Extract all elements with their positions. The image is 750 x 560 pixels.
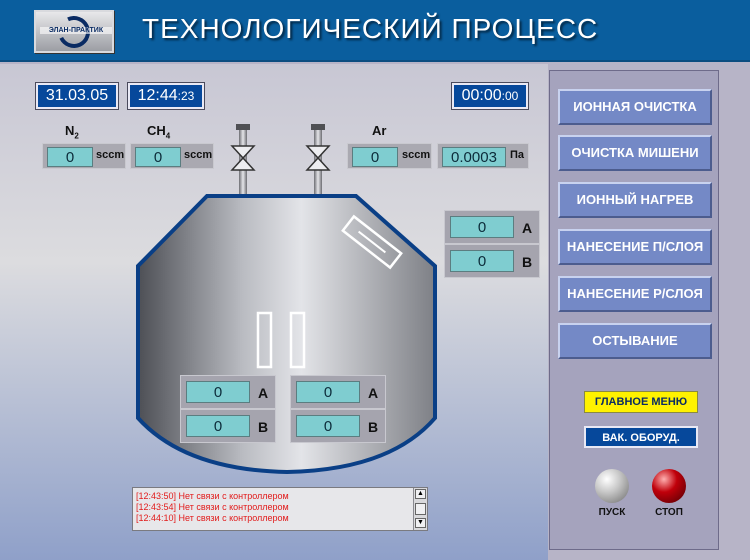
meas-unit: A bbox=[258, 385, 269, 401]
gas-flow-unit: sccm bbox=[184, 149, 213, 161]
gas-label-n2: N2 bbox=[65, 123, 79, 141]
source-right-voltage: 0 B bbox=[290, 409, 386, 443]
meas-unit: A bbox=[368, 385, 379, 401]
process-button-sublayer[interactable]: НАНЕСЕНИЕ П/СЛОЯ bbox=[558, 229, 712, 265]
gas-flow-ch4: 0 sccm bbox=[130, 143, 214, 169]
page-title: ТЕХНОЛОГИЧЕСКИЙ ПРОЦЕСС bbox=[142, 13, 599, 44]
meas-value[interactable]: 0 bbox=[186, 381, 250, 403]
process-button-ion-heating[interactable]: ИОННЫЙ НАГРЕВ bbox=[558, 182, 712, 218]
process-timer: 00:00:00 bbox=[451, 82, 529, 110]
process-button-target-cleaning[interactable]: ОЧИСТКА МИШЕНИ bbox=[558, 135, 712, 171]
pressure-value: 0.0003 bbox=[442, 147, 506, 167]
time-seconds: :23 bbox=[177, 89, 195, 103]
target-current: 0 A bbox=[444, 210, 540, 244]
logo: ЭЛАН-ПРАКТИК bbox=[34, 10, 114, 53]
source-left-current: 0 A bbox=[180, 375, 276, 409]
meas-value[interactable]: 0 bbox=[450, 250, 514, 272]
scroll-up-icon[interactable]: ▲ bbox=[415, 489, 426, 499]
source-right-current: 0 A bbox=[290, 375, 386, 409]
timer-seconds: :00 bbox=[501, 89, 519, 103]
pressure-unit: Па bbox=[510, 149, 525, 161]
gas-flow-unit: sccm bbox=[96, 149, 125, 161]
log-line: [12:44:10] Нет связи с контроллером bbox=[136, 513, 289, 523]
vacuum-chamber-diagram bbox=[136, 124, 437, 475]
process-button-cooling[interactable]: ОСТЫВАНИЕ bbox=[558, 323, 712, 359]
start-lamp-icon[interactable] bbox=[595, 469, 629, 503]
gas-flow-value[interactable]: 0 bbox=[47, 147, 93, 167]
date-value: 31.03.05 bbox=[45, 87, 109, 104]
process-control-panel: ИОННАЯ ОЧИСТКА ОЧИСТКА МИШЕНИ ИОННЫЙ НАГ… bbox=[549, 70, 719, 550]
meas-value[interactable]: 0 bbox=[296, 381, 360, 403]
meas-unit: B bbox=[368, 419, 379, 435]
gas-flow-unit: sccm bbox=[402, 149, 431, 161]
message-log[interactable]: [12:43:50] Нет связи с контроллером [12:… bbox=[132, 487, 428, 531]
target-voltage: 0 B bbox=[444, 244, 540, 278]
gas-flow-n2: 0 sccm bbox=[42, 143, 126, 169]
meas-unit: B bbox=[522, 254, 533, 270]
logo-text: ЭЛАН-ПРАКТИК bbox=[40, 27, 112, 34]
gas-label-ar: Ar bbox=[372, 123, 387, 138]
gas-flow-value[interactable]: 0 bbox=[135, 147, 181, 167]
log-line: [12:43:50] Нет связи с контроллером bbox=[136, 491, 289, 501]
process-button-work-layer[interactable]: НАНЕСЕНИЕ Р/СЛОЯ bbox=[558, 276, 712, 312]
log-line: [12:43:54] Нет связи с контроллером bbox=[136, 502, 289, 512]
stop-label: СТОП bbox=[655, 507, 683, 518]
log-scrollbar[interactable]: ▲ ▼ bbox=[413, 488, 427, 530]
date-display: 31.03.05 bbox=[35, 82, 119, 110]
start-label: ПУСК bbox=[598, 507, 626, 518]
meas-unit: B bbox=[258, 419, 269, 435]
scroll-down-icon[interactable]: ▼ bbox=[415, 518, 426, 528]
pressure-readout: 0.0003 Па bbox=[437, 143, 529, 169]
target-icon bbox=[341, 214, 403, 270]
source-left-voltage: 0 B bbox=[180, 409, 276, 443]
timer-value: 00:00 bbox=[461, 87, 502, 104]
meas-value[interactable]: 0 bbox=[450, 216, 514, 238]
process-button-ion-cleaning[interactable]: ИОННАЯ ОЧИСТКА bbox=[558, 89, 712, 125]
meas-value[interactable]: 0 bbox=[186, 415, 250, 437]
valve-left-icon[interactable] bbox=[230, 124, 256, 198]
main-menu-button[interactable]: ГЛАВНОЕ МЕНЮ bbox=[584, 391, 698, 413]
meas-unit: A bbox=[522, 220, 533, 236]
stop-lamp-icon[interactable] bbox=[652, 469, 686, 503]
time-value: 12:44 bbox=[137, 87, 178, 104]
gas-label-ch4: CH4 bbox=[147, 123, 171, 141]
scroll-thumb[interactable] bbox=[415, 503, 426, 515]
gas-flow-value[interactable]: 0 bbox=[352, 147, 398, 167]
meas-value[interactable]: 0 bbox=[296, 415, 360, 437]
header-bar: ЭЛАН-ПРАКТИК ТЕХНОЛОГИЧЕСКИЙ ПРОЦЕСС bbox=[0, 0, 750, 62]
valve-right-icon[interactable] bbox=[305, 124, 331, 198]
substrate-holder-icon bbox=[256, 311, 306, 369]
time-display: 12:44:23 bbox=[127, 82, 205, 110]
gas-flow-ar: 0 sccm bbox=[347, 143, 432, 169]
vacuum-equipment-button[interactable]: ВАК. ОБОРУД. bbox=[584, 426, 698, 448]
